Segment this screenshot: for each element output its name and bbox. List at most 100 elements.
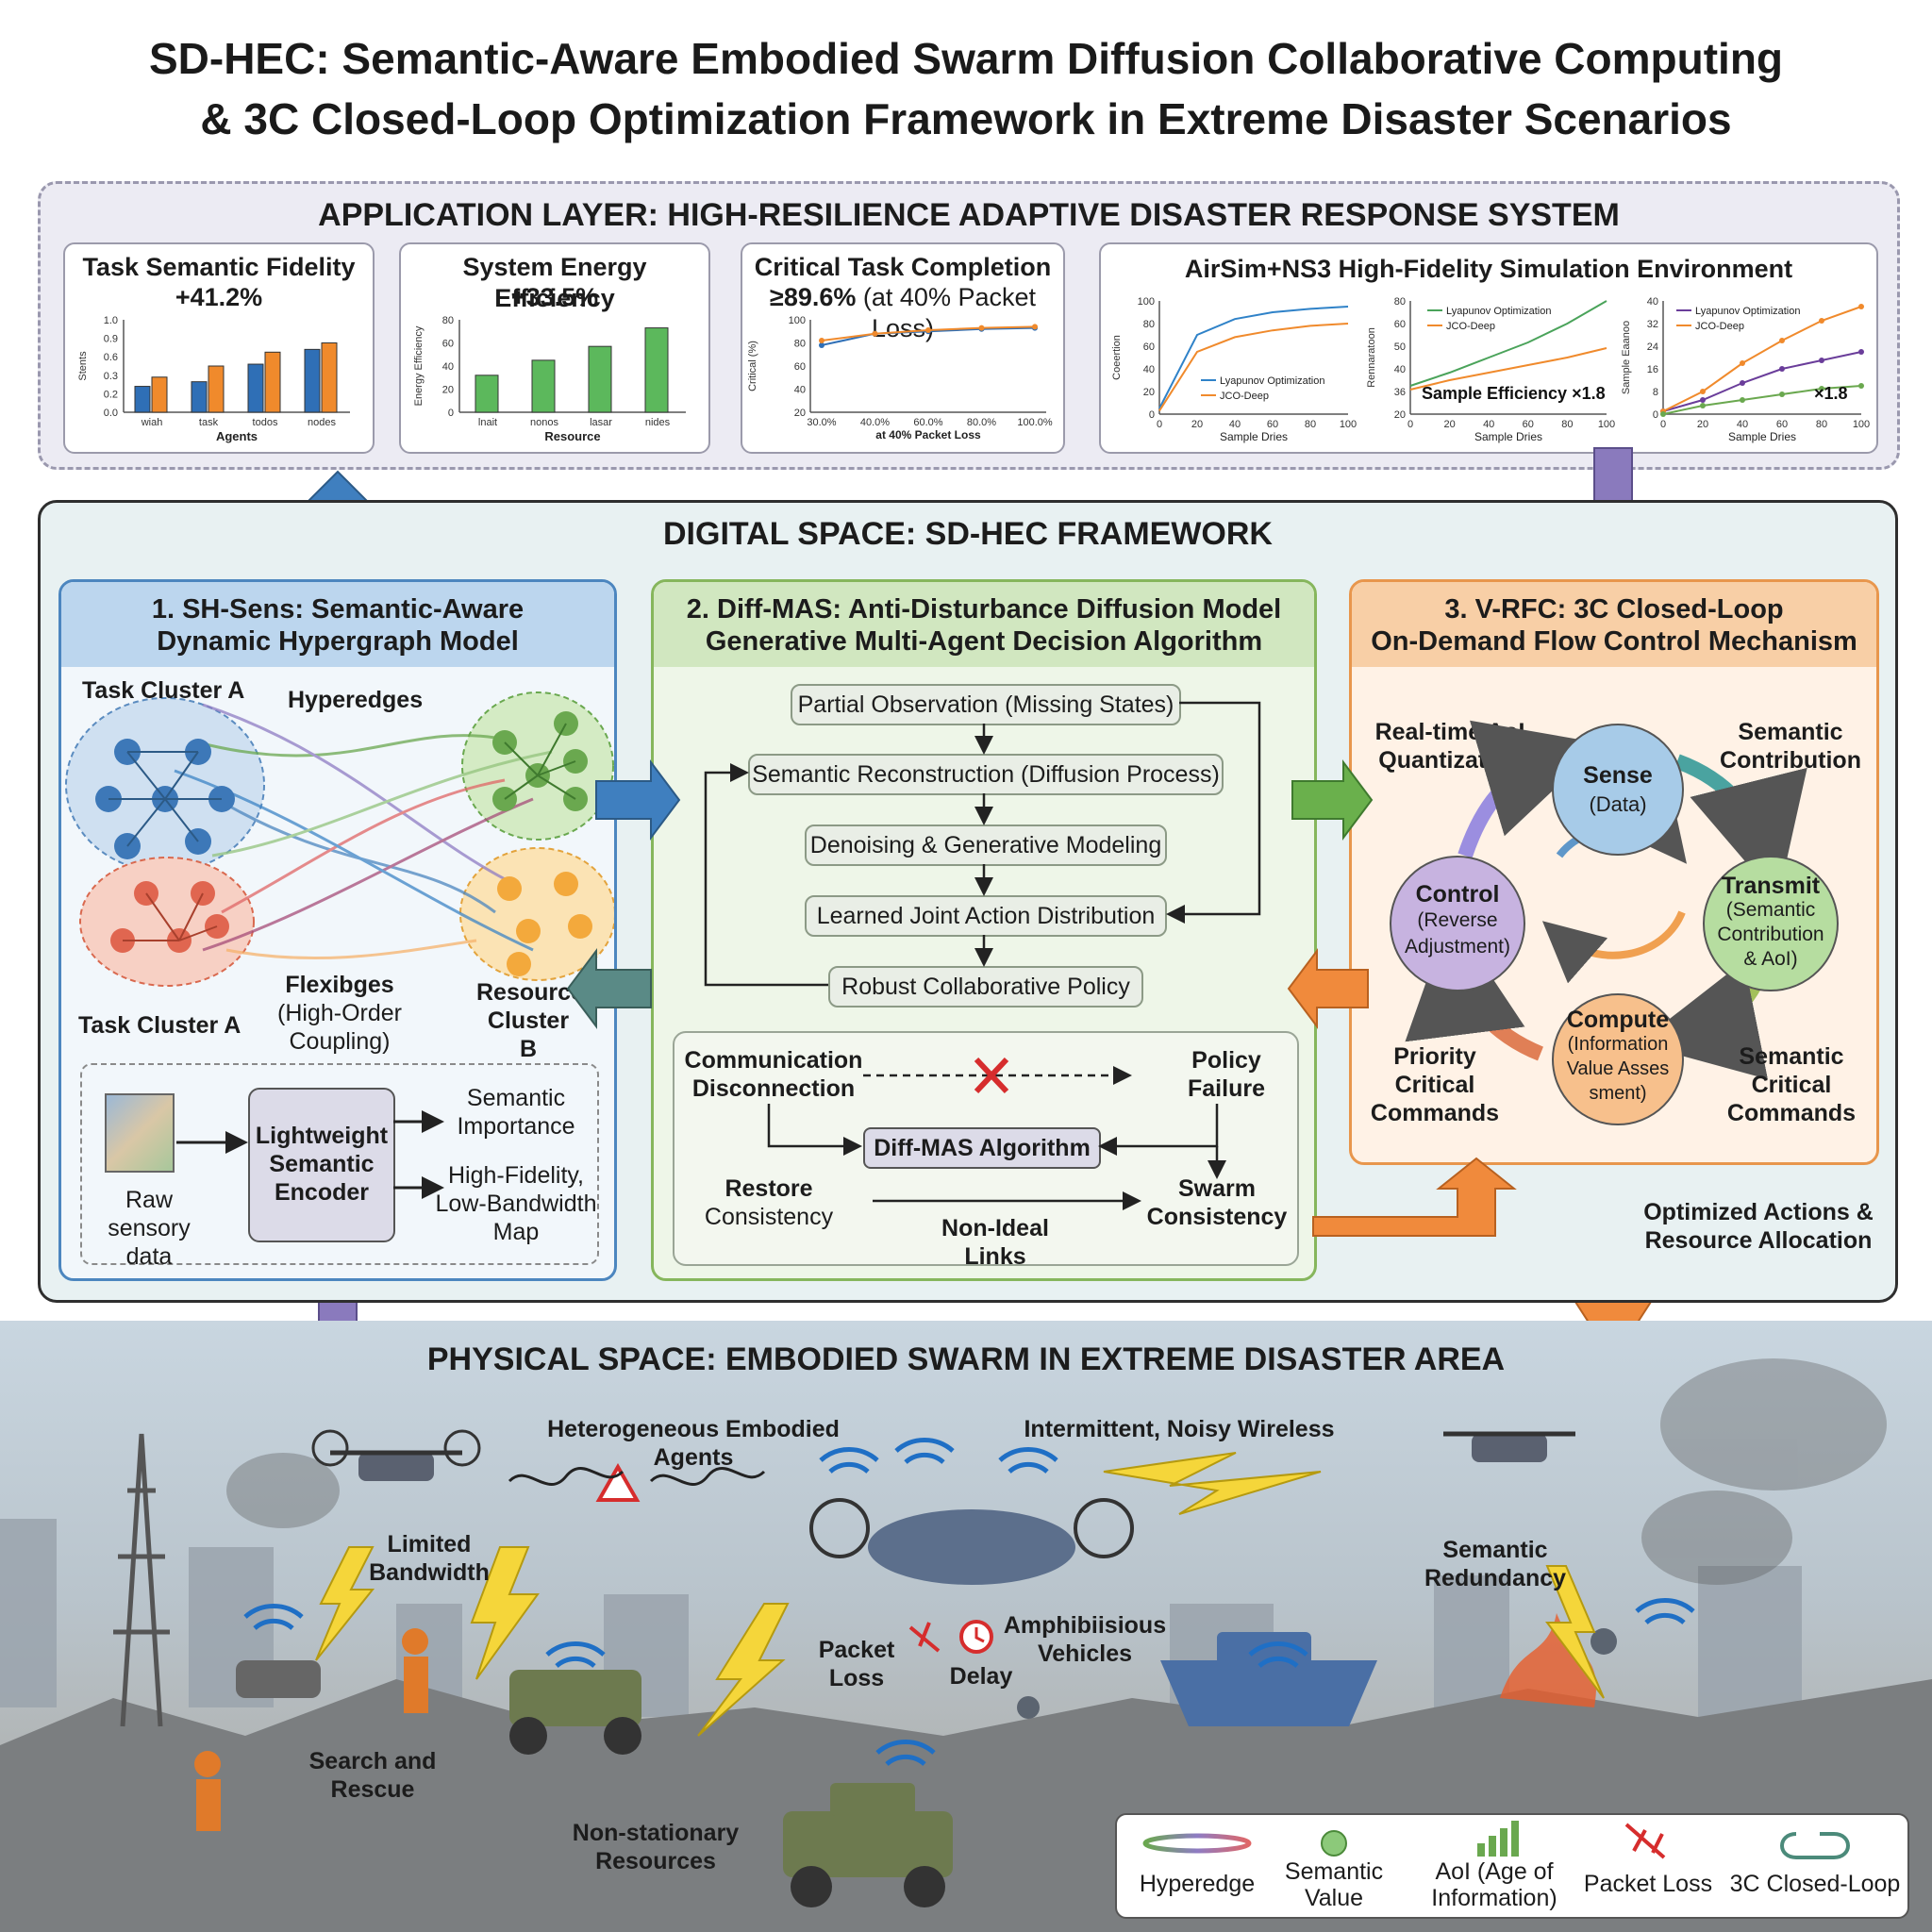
semantic-importance-line-1: Semantic (466, 1085, 566, 1111)
physical-space-title: PHYSICAL SPACE: EMBODIED SWARM IN EXTREM… (426, 1341, 1506, 1377)
disconnect-x-icon (974, 1057, 1009, 1094)
title-line-2: & 3C Closed-Loop Optimization Framework … (200, 94, 1732, 143)
module-title-line-1: 3. V-RFC: 3C Closed-Loop (1444, 594, 1784, 625)
non-ideal-links-label: Non-Ideal Links (941, 1215, 1049, 1270)
legend-hyperedge: Hyperedge (1139, 1871, 1256, 1897)
x-axis-label: Sample Dries (1220, 430, 1288, 443)
hetero-line-2: Agents (653, 1444, 734, 1471)
redundancy-line-1: Semantic (1442, 1537, 1548, 1563)
flexibges-text: Flexibges (285, 972, 394, 998)
data-point (1779, 366, 1785, 372)
x-tick-label: 100 (1340, 419, 1357, 430)
x-tick-label: 20 (1191, 419, 1203, 430)
limited-line-2: Bandwidth (369, 1559, 490, 1586)
bar (151, 376, 168, 413)
panel-value: +41.2% (175, 283, 263, 311)
search-line-2: Rescue (330, 1776, 415, 1803)
control-sub-2: Adjustment) (1404, 936, 1511, 958)
y-axis-label: Energy Efficiency (413, 325, 425, 406)
redundancy-line-2: Redundancy (1424, 1565, 1567, 1591)
y-tick-label: 0 (1149, 409, 1155, 421)
y-tick-label: 80 (1143, 319, 1155, 330)
amph-line-1: Amphibiisious (1003, 1612, 1167, 1639)
flexibges-label: Flexibges(High-Order Coupling) (226, 971, 453, 1056)
y-tick-label: 60 (1143, 341, 1155, 353)
bar (644, 327, 669, 413)
legend-entry: JCO-Deep (1695, 321, 1744, 332)
x-tick-label: 0 (1407, 419, 1413, 430)
optimized-line-1: Optimized Actions & (1643, 1199, 1874, 1225)
y-axis-label: Stents (77, 351, 89, 381)
robust-policy-step: Robust Collaborative Policy (828, 966, 1143, 1008)
high-fidelity-line-1: High-Fidelity, (447, 1162, 585, 1189)
critical-task-completion-panel: Critical Task Completion ≥89.6% (at 40% … (741, 242, 1065, 454)
transmit-sub-3: & AoI) (1743, 948, 1798, 970)
restore-line-2: Consistency (704, 1204, 834, 1230)
pcc-line-2: Critical (1394, 1072, 1475, 1098)
application-layer: APPLICATION LAYER: HIGH-RESILIENCE ADAPT… (38, 181, 1900, 470)
panel-value-note: (at 40% Packet Loss) (862, 283, 1036, 342)
comm-line-2: Disconnection (691, 1075, 856, 1102)
drone-icon-right (1443, 1431, 1575, 1462)
module-title-line-1: 2. Diff-MAS: Anti-Disturbance Diffusion … (686, 594, 1282, 625)
y-tick-label: 60 (1394, 319, 1406, 330)
panel-value: ≥89.6% (770, 283, 857, 311)
panel-title: AirSim+NS3 High-Fidelity Simulation Envi… (1184, 255, 1793, 283)
x-tick-label: 30.0% (807, 417, 836, 428)
bar (264, 351, 281, 413)
simulation-environment-panel: AirSim+NS3 High-Fidelity Simulation Envi… (1099, 242, 1878, 454)
hypergraph-diagram (65, 691, 614, 987)
y-tick-label: 40 (1647, 296, 1658, 308)
bar (247, 363, 264, 413)
data-point (1819, 358, 1824, 363)
resource-cluster-b-line-2: Cluster B (487, 1008, 570, 1062)
x-tick-label: wiah (141, 417, 163, 428)
encoder-line-2: Semantic (269, 1151, 375, 1177)
data-point (872, 330, 878, 337)
restore-line-1: Restore (724, 1175, 813, 1202)
pcc-line-3: Commands (1370, 1100, 1500, 1126)
data-point (1700, 403, 1706, 408)
sense-sub: (Data) (1589, 792, 1647, 816)
semantic-value-icon (1321, 1830, 1347, 1857)
packet-line-1: Packet (818, 1637, 895, 1663)
panel-title: Task Semantic Fidelity (82, 253, 356, 281)
x-tick-label: 20 (1443, 419, 1455, 430)
robot-dog-icon (236, 1660, 321, 1698)
x-axis-label: Agents (216, 429, 258, 443)
x-tick-label: task (199, 417, 219, 428)
noisy-signal-line-2 (649, 1467, 766, 1486)
swarm-line-2: Consistency (1146, 1204, 1288, 1230)
search-line-1: Search and (308, 1748, 437, 1774)
data-point (1660, 411, 1666, 417)
y-tick-label: 50 (1394, 341, 1406, 353)
encoder-line-3: Encoder (274, 1179, 370, 1206)
scc-line-1: Semantic (1739, 1043, 1844, 1070)
x-axis-label: Sample Dries (1728, 430, 1796, 443)
radio-tower-icon (113, 1433, 170, 1727)
y-tick-label: 0.0 (104, 408, 118, 419)
compute-sub-2: Value Asses (1566, 1058, 1670, 1079)
drone-icon-left (311, 1429, 481, 1481)
x-tick-label: nodes (308, 417, 336, 428)
closed-loop-icon (1780, 1832, 1850, 1859)
sense-label: Sense (1583, 762, 1653, 789)
comm-line-1: Communication (684, 1047, 863, 1074)
bar (208, 365, 225, 413)
fire-icon (1500, 1613, 1596, 1707)
ground-vehicle-icon-left (509, 1670, 641, 1755)
pcc-line-1: Priority (1393, 1043, 1476, 1070)
x-tick-label: 20 (1697, 419, 1708, 430)
